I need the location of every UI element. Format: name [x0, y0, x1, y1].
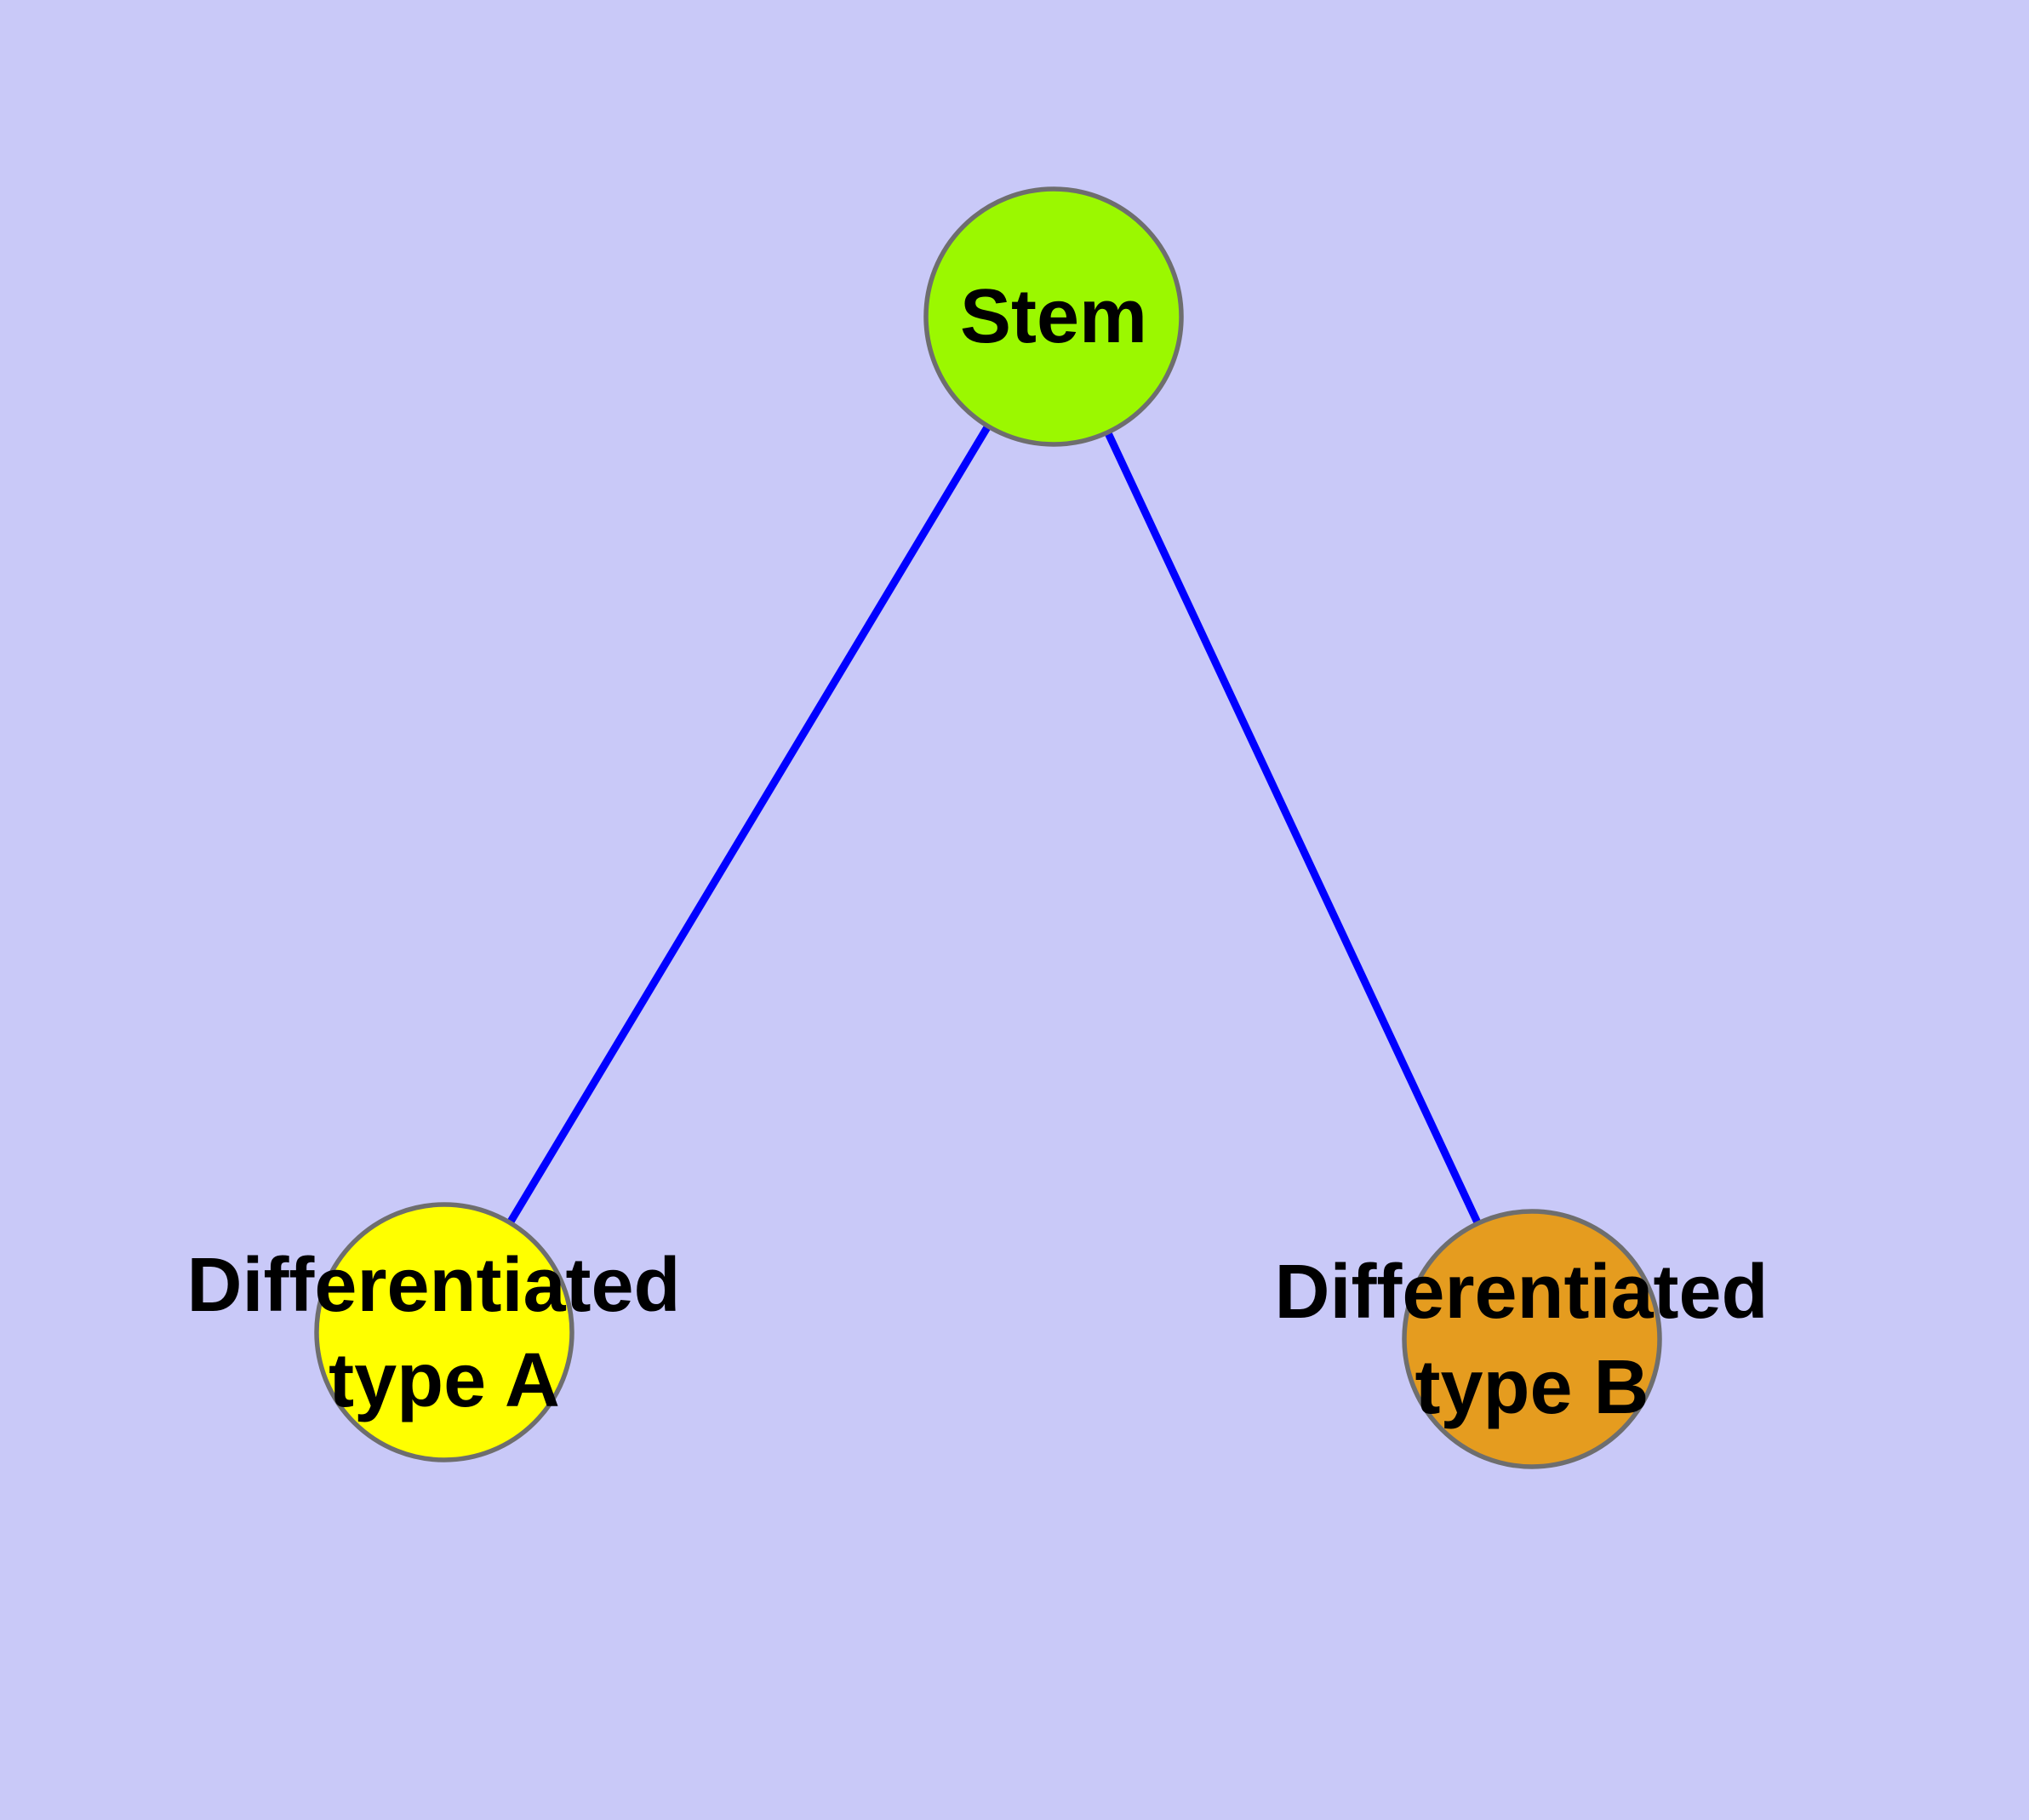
- node-differentiated-type-b-label: Differentiated type B: [1274, 1224, 1789, 1430]
- nodes-layer: [314, 186, 1662, 1469]
- edge-stem-to-differentiated-type-b: [1049, 315, 1536, 1341]
- node-differentiated-type-a-label-line-2: type A: [329, 1338, 560, 1423]
- node-stem-circle: [923, 186, 1184, 447]
- node-differentiated-type-a-label-line-1: Differentiated: [186, 1243, 680, 1328]
- labels-layer: Stem Differentiated type A Differentiate…: [186, 274, 1789, 1430]
- node-differentiated-type-b-label-line-1: Differentiated: [1274, 1250, 1768, 1335]
- node-differentiated-type-a-label: Differentiated type A: [186, 1217, 701, 1423]
- edge-stem-to-differentiated-type-a: [441, 314, 1057, 1335]
- edges-layer: [441, 314, 1536, 1341]
- node-differentiated-type-b-label-line-2: type B: [1415, 1345, 1649, 1430]
- node-stem-label: Stem: [960, 274, 1147, 359]
- node-differentiated-type-a-circle: [314, 1202, 574, 1462]
- node-differentiated-type-b-circle: [1402, 1209, 1662, 1469]
- node-stem-label-line-1: Stem: [960, 274, 1147, 359]
